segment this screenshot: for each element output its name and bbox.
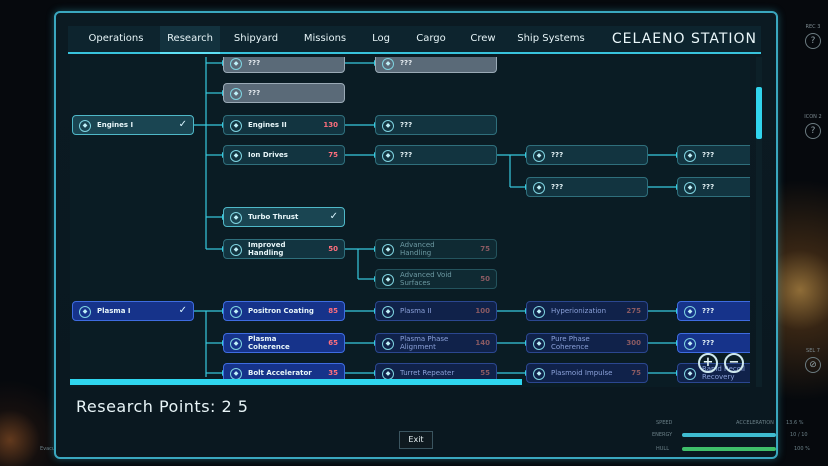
research-icon: ◆ <box>382 274 394 286</box>
side-hud-slot-2[interactable]: ICON 2 ? <box>802 114 824 139</box>
research-icon: ◆ <box>533 306 545 318</box>
research-node-unknown[interactable]: ◆ ??? <box>677 333 750 353</box>
research-points: Research Points: 2 5 <box>76 397 248 416</box>
checkmark-icon: ✓ <box>178 119 187 130</box>
help-icon: ? <box>805 123 821 139</box>
tab-research[interactable]: Research <box>160 26 220 54</box>
research-icon: ◆ <box>684 338 696 350</box>
research-node-unknown[interactable]: ◆ ??? <box>375 115 497 135</box>
research-icon: ◆ <box>382 338 394 350</box>
research-icon: ◆ <box>684 368 696 380</box>
side-hud-label: REC 3 <box>805 24 821 30</box>
research-icon: ◆ <box>79 120 91 132</box>
side-hud-label: SEL 7 <box>806 348 820 354</box>
research-icon: ◆ <box>230 212 242 224</box>
side-hud-slot-1[interactable]: REC 3 ? <box>802 24 824 49</box>
research-node-improved-handling[interactable]: ◆ Improved Handling 50 <box>223 239 345 259</box>
vertical-scrollbar[interactable] <box>756 57 762 387</box>
research-node-unknown[interactable]: ◆ ??? <box>223 57 345 73</box>
checkmark-icon: ✓ <box>178 305 187 316</box>
research-node-plasma-phase-alignment[interactable]: ◆ Plasma Phase Alignment 140 <box>375 333 497 353</box>
research-icon: ◆ <box>382 306 394 318</box>
hud-speed-label: SPEED <box>656 420 673 426</box>
tab-missions[interactable]: Missions <box>303 33 347 44</box>
research-tree[interactable]: ◆ ??? ◆ ??? ◆ ??? ◆ Engines I ✓ ◆ Engine… <box>70 57 750 387</box>
energy-bar <box>682 433 776 437</box>
research-node-pure-phase-coherence[interactable]: ◆ Pure Phase Coherence 300 <box>526 333 648 353</box>
tab-cargo[interactable]: Cargo <box>416 33 446 44</box>
research-icon: ◆ <box>533 368 545 380</box>
research-icon: ◆ <box>382 150 394 162</box>
research-points-value: 2 5 <box>221 397 249 416</box>
research-icon: ◆ <box>533 182 545 194</box>
research-icon: ◆ <box>684 150 696 162</box>
research-icon: ◆ <box>382 244 394 256</box>
hud-energy-value: 10 / 10 <box>790 432 808 438</box>
research-icon: ◆ <box>230 244 242 256</box>
research-icon: ◆ <box>230 306 242 318</box>
research-icon: ◆ <box>230 150 242 162</box>
top-navigation: Operations Research Shipyard Missions Lo… <box>68 26 761 54</box>
research-node-plasma-ii[interactable]: ◆ Plasma II 100 <box>375 301 497 321</box>
zoom-in-button[interactable]: + <box>698 353 718 373</box>
hud-energy-label: ENERGY <box>652 432 673 438</box>
tab-shipyard[interactable]: Shipyard <box>233 33 279 44</box>
research-points-label: Research Points: <box>76 397 216 416</box>
research-panel: Operations Research Shipyard Missions Lo… <box>54 11 778 459</box>
research-node-plasma-i[interactable]: ◆ Plasma I ✓ <box>72 301 194 321</box>
research-icon: ◆ <box>79 306 91 318</box>
hud-hull-label: HULL <box>656 446 669 452</box>
research-icon: ◆ <box>230 58 242 70</box>
hull-bar <box>682 447 776 451</box>
research-node-engines-ii[interactable]: ◆ Engines II 130 <box>223 115 345 135</box>
research-node-unknown[interactable]: ◆ ??? <box>677 177 750 197</box>
research-node-unknown[interactable]: ◆ ??? <box>223 83 345 103</box>
research-icon: ◆ <box>230 88 242 100</box>
research-icon: ◆ <box>533 150 545 162</box>
research-icon: ◆ <box>533 338 545 350</box>
research-node-positron-coating[interactable]: ◆ Positron Coating 85 <box>223 301 345 321</box>
tab-operations[interactable]: Operations <box>88 33 144 44</box>
research-node-unknown[interactable]: ◆ ??? <box>526 145 648 165</box>
research-node-advanced-handling[interactable]: ◆ Advanced Handling 75 <box>375 239 497 259</box>
vertical-scroll-thumb[interactable] <box>756 87 762 139</box>
compass-icon: ⊘ <box>805 357 821 373</box>
research-node-turbo-thrust[interactable]: ◆ Turbo Thrust ✓ <box>223 207 345 227</box>
zoom-out-button[interactable]: − <box>724 353 744 373</box>
research-node-plasmoid-impulse[interactable]: ◆ Plasmoid Impulse 75 <box>526 363 648 383</box>
research-icon: ◆ <box>230 338 242 350</box>
research-node-engines-i[interactable]: ◆ Engines I ✓ <box>72 115 194 135</box>
hud-acceleration-value: 13.6 % <box>786 420 804 426</box>
tab-crew[interactable]: Crew <box>470 33 496 44</box>
research-node-plasma-coherence[interactable]: ◆ Plasma Coherence 65 <box>223 333 345 353</box>
tab-log[interactable]: Log <box>372 33 390 44</box>
research-icon: ◆ <box>230 120 242 132</box>
help-icon: ? <box>805 33 821 49</box>
research-node-ion-drives[interactable]: ◆ Ion Drives 75 <box>223 145 345 165</box>
research-icon: ◆ <box>684 182 696 194</box>
side-hud-slot-3[interactable]: SEL 7 ⊘ <box>802 348 824 373</box>
hud-acceleration-label: ACCELERATION <box>736 420 774 426</box>
research-node-unknown[interactable]: ◆ ??? <box>677 301 750 321</box>
tab-ship-systems[interactable]: Ship Systems <box>517 33 585 44</box>
checkmark-icon: ✓ <box>329 211 338 222</box>
research-node-unknown[interactable]: ◆ ??? <box>375 145 497 165</box>
research-icon: ◆ <box>684 306 696 318</box>
research-node-hyperionization[interactable]: ◆ Hyperionization 275 <box>526 301 648 321</box>
research-node-unknown[interactable]: ◆ ??? <box>677 145 750 165</box>
station-name: CELAENO STATION <box>611 31 757 47</box>
side-hud-label: ICON 2 <box>804 114 822 120</box>
research-node-unknown[interactable]: ◆ ??? <box>375 57 497 73</box>
research-node-unknown[interactable]: ◆ ??? <box>526 177 648 197</box>
hud-hull-value: 100 % <box>794 446 810 452</box>
horizontal-scroll-thumb[interactable] <box>70 379 522 385</box>
research-node-advanced-void-surfaces[interactable]: ◆ Advanced Void Surfaces 50 <box>375 269 497 289</box>
research-icon: ◆ <box>382 58 394 70</box>
exit-button[interactable]: Exit <box>399 431 433 449</box>
research-icon: ◆ <box>382 120 394 132</box>
